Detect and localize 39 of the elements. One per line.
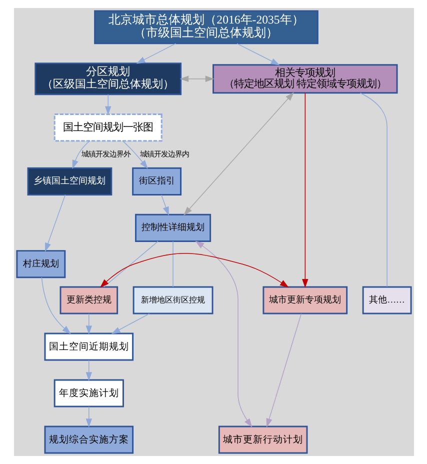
arrow — [85, 313, 92, 334]
arrow — [179, 76, 214, 82]
node-box: 其他…… — [362, 286, 412, 314]
arrow — [160, 194, 168, 216]
node-box: 更新类控规 — [59, 286, 118, 314]
node-box: 北京城市总体规划（2016年-2035年） （市级国土空间总体规划） — [94, 10, 318, 44]
arrow — [194, 240, 252, 428]
node-box: 年度实施计划 — [53, 379, 124, 408]
arrow — [122, 140, 148, 169]
connector — [102, 240, 158, 288]
node-box: 国土空间规划一张图 — [53, 114, 162, 142]
node-box: 规划综合实施方案 — [44, 426, 134, 454]
edge-label: 城镇开发边界外 — [81, 149, 130, 158]
arrow — [266, 313, 302, 428]
arrow — [85, 406, 92, 428]
arrow — [236, 43, 280, 66]
node-box: 国土空间近期规划 — [44, 332, 134, 361]
arrow — [104, 94, 111, 116]
node-box: 城市更新行动计划 — [218, 426, 308, 454]
arrow — [100, 253, 288, 288]
connector — [359, 92, 387, 288]
node-box: 相关专项规划 （特定地区规划 特定领域专项规划） — [212, 64, 398, 94]
arrow — [72, 140, 90, 169]
node-box: 村庄规划 — [16, 250, 66, 278]
edge-label: 城镇开发边界内 — [140, 149, 189, 158]
node-box: 街区指引 — [132, 167, 182, 196]
node-box: 新增地区街区控规 — [132, 286, 213, 314]
arrow — [183, 92, 294, 216]
node-box: 分区规划 （区级国土空间总体规划） — [34, 62, 182, 96]
connector — [172, 240, 173, 288]
arrow — [110, 313, 150, 334]
arrow — [85, 360, 92, 381]
arrow — [302, 92, 308, 288]
arrow — [40, 277, 70, 334]
arrow — [136, 43, 176, 64]
arrow — [44, 194, 66, 252]
node-box: 城市更新专项规划 — [262, 286, 348, 314]
node-box: 控制性详细规划 — [134, 214, 211, 242]
node-box: 乡镇国土空间规划 — [26, 167, 112, 196]
